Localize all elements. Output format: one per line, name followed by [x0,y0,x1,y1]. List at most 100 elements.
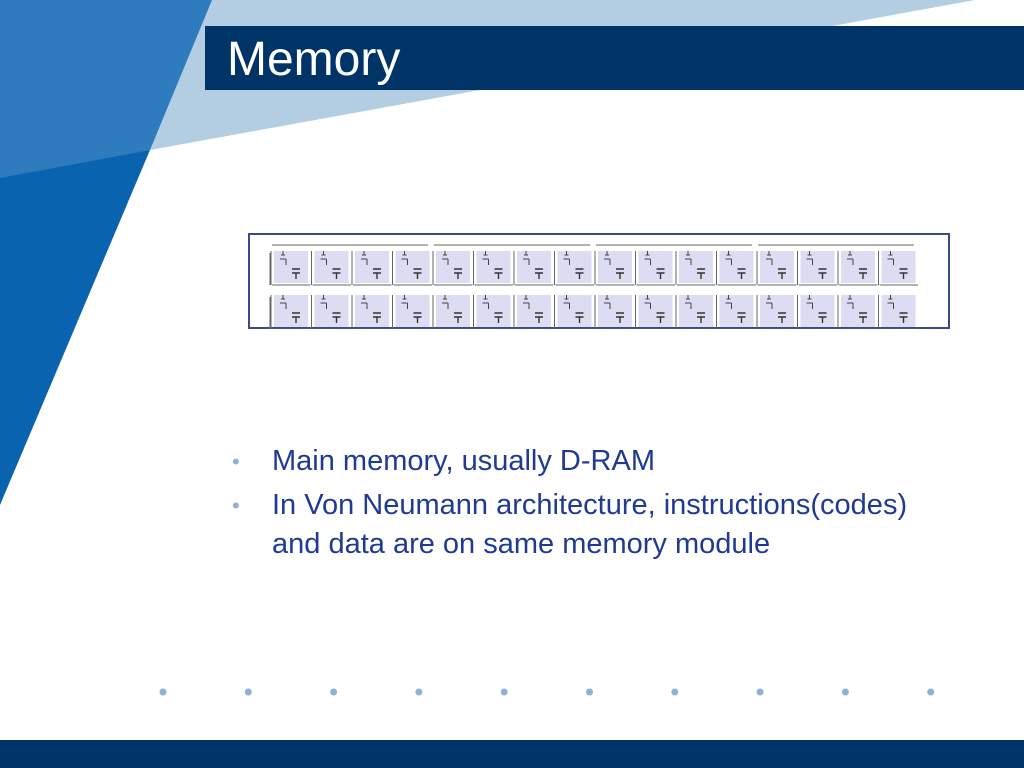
capacitor-symbol [413,312,422,323]
memory-cell [274,251,308,283]
transistor-symbol [644,251,651,265]
memory-cell [679,295,713,327]
capacitor-symbol [616,312,624,323]
decorative-dot [244,688,252,696]
memory-cell [719,295,754,327]
bullet-text: In Von Neumann architecture, instruction… [272,489,908,560]
decorative-dot [927,688,935,696]
memory-cell [557,251,592,283]
transistor-symbol [563,251,570,265]
capacitor-symbol [737,312,746,323]
memory-cell [841,251,875,283]
memory-cell [557,295,592,327]
memory-cell [719,251,754,283]
transistor-symbol [766,251,773,265]
transistor-symbol [725,251,732,265]
dark-blue-wedge [0,150,150,505]
bullet-text: Main memory, usually D-RAM [272,445,655,477]
capacitor-symbol [899,312,908,323]
transistor-symbol [766,295,773,309]
transistor-symbol [442,295,449,309]
memory-cell [274,295,308,327]
memory-cell [881,251,916,283]
transistor-symbol [482,251,489,265]
transistor-symbol [401,295,408,309]
transistor-symbol [685,251,692,265]
transistor-symbol [563,295,570,309]
memory-cell [436,295,470,327]
slide-title: Memory [227,33,401,86]
memory-cell [841,295,875,327]
memory-cell [395,251,430,283]
memory-cell [881,295,916,327]
decorative-dot [671,688,679,696]
bullet-list: • Main memory, usually D-RAM • In Von Ne… [228,442,928,569]
memory-cell [436,251,470,283]
transistor-symbol [523,251,530,265]
bullet-item: • In Von Neumann architecture, instructi… [228,486,928,564]
capacitor-symbol [575,312,584,323]
transistor-symbol [847,295,854,309]
memory-cell [679,251,713,283]
memory-cell [598,295,632,327]
memory-cell [598,251,632,283]
memory-cell [517,251,551,283]
memory-cell [355,251,389,283]
memory-cell [314,251,349,283]
transistor-symbol [320,251,327,265]
memory-cell [800,251,835,283]
capacitor-symbol [859,312,867,323]
capacitor-symbol [656,268,665,279]
title-bar: Memory [205,26,1024,90]
transistor-symbol [280,295,287,309]
transistor-symbol [604,251,611,265]
capacitor-symbol [413,268,422,279]
transistor-symbol [604,295,611,309]
memory-cell [476,251,511,283]
transistor-symbol [280,251,287,265]
capacitor-symbol [332,268,341,279]
capacitor-symbol [535,268,543,279]
capacitor-symbol [656,312,665,323]
capacitor-symbol [575,268,584,279]
capacitor-symbol [818,312,827,323]
transistor-symbol [806,295,813,309]
decorative-dots-row [159,688,935,696]
bullet-item: • Main memory, usually D-RAM [228,442,928,481]
capacitor-symbol [494,268,503,279]
decorative-dot [500,688,508,696]
memory-cell [355,295,389,327]
mid-blue-swoosh [0,0,212,180]
memory-cell [395,295,430,327]
decorative-dot [586,688,593,696]
memory-cell [314,295,349,327]
capacitor-symbol [899,268,908,279]
bullet-dot-icon: • [232,493,240,518]
capacitor-symbol [737,268,746,279]
capacitor-symbol [494,312,503,323]
memory-cell [760,251,794,283]
bullet-dot-icon: • [232,449,240,474]
decorative-dot [159,688,167,696]
memory-cell [517,295,551,327]
transistor-symbol [644,295,651,309]
capacitor-symbol [818,268,827,279]
capacitor-symbol [616,268,624,279]
capacitor-symbol [373,268,381,279]
capacitor-symbol [454,312,462,323]
memory-cell [638,251,673,283]
transistor-symbol [847,251,854,265]
capacitor-symbol [454,268,462,279]
transistor-symbol [482,295,489,309]
memory-cell [638,295,673,327]
transistor-symbol [320,295,327,309]
decorative-dot [841,688,849,696]
capacitor-symbol [697,268,705,279]
footer-bar [0,740,1024,768]
dram-cells [269,244,918,329]
memory-cell [760,295,794,327]
capacitor-symbol [292,268,300,279]
transistor-symbol [361,251,368,265]
memory-cell [476,295,511,327]
